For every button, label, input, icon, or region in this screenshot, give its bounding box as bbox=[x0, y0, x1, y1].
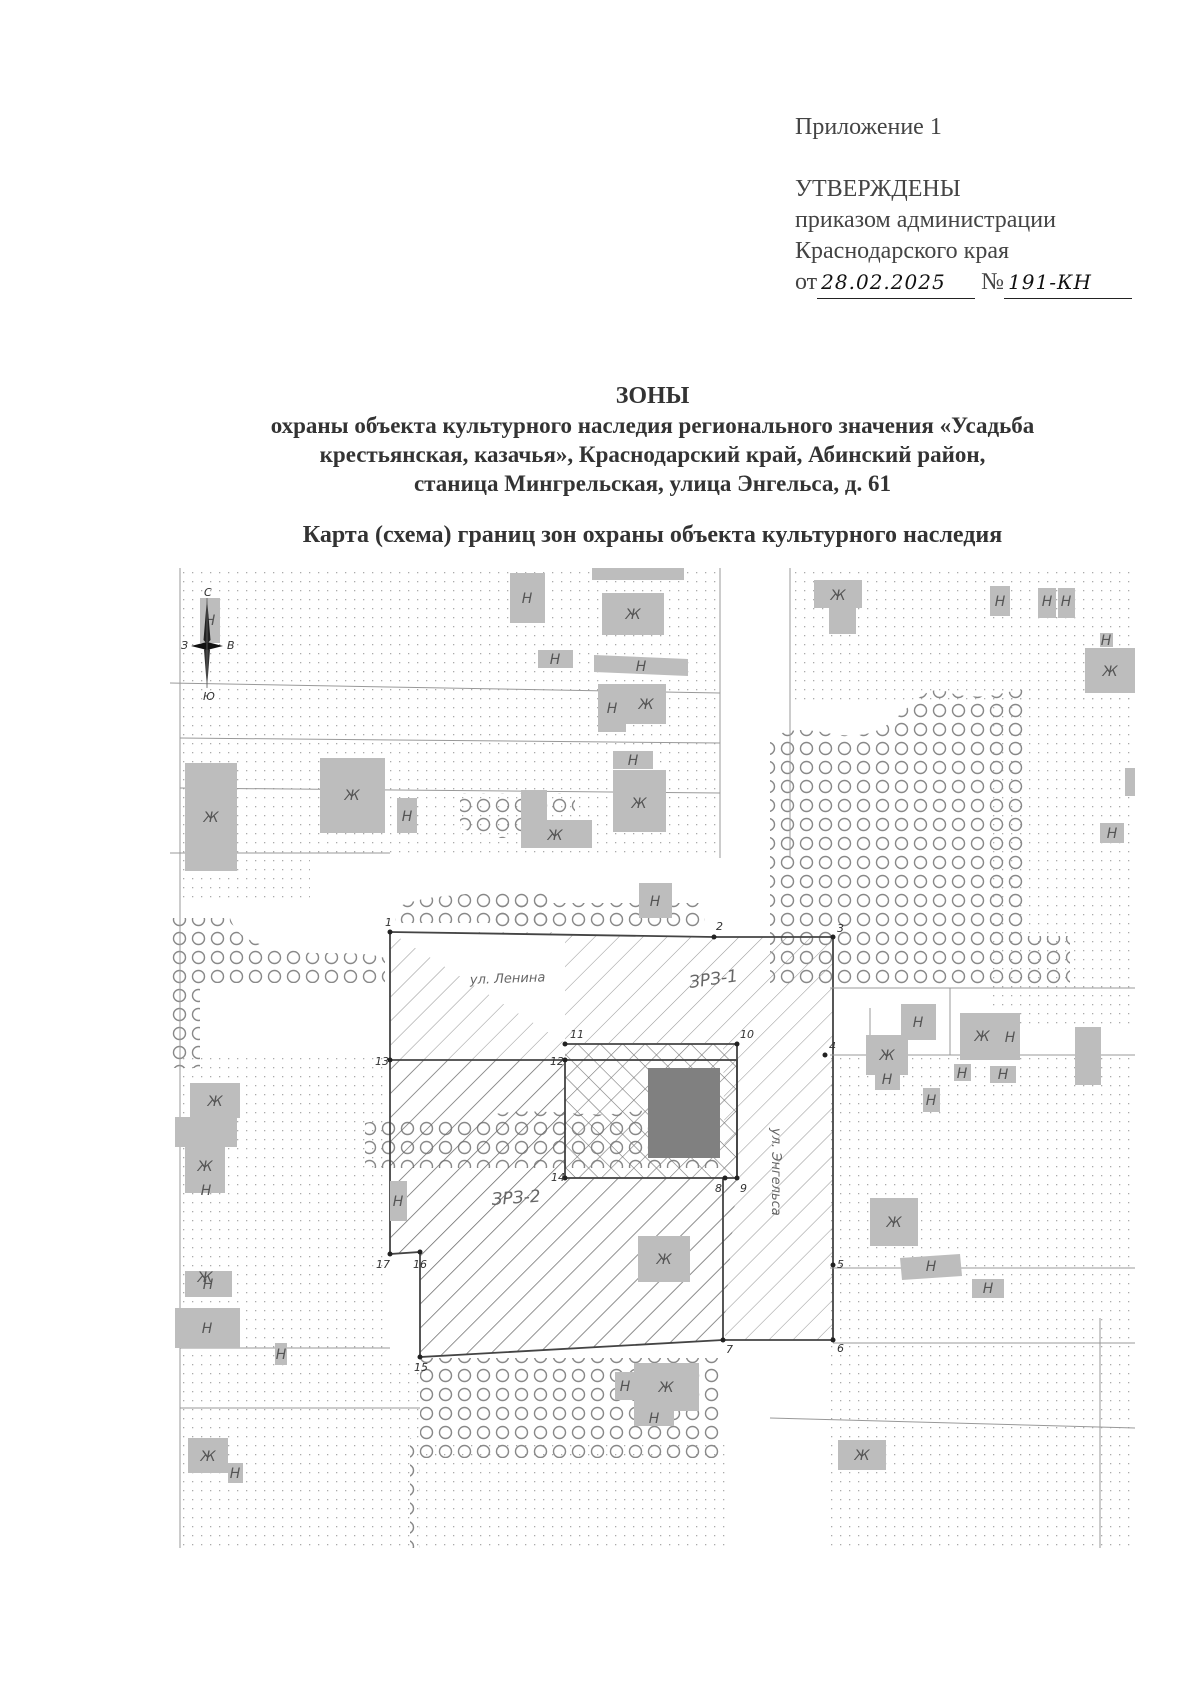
svg-text:8: 8 bbox=[715, 1182, 722, 1195]
svg-text:Н: Н bbox=[393, 1194, 404, 1210]
svg-text:Н: Н bbox=[913, 1015, 924, 1031]
street-label-lenina: ул. Ленина bbox=[469, 970, 546, 988]
svg-text:Н: Н bbox=[650, 894, 661, 910]
svg-text:Н: Н bbox=[649, 1411, 660, 1427]
svg-text:С: С bbox=[204, 586, 212, 599]
svg-text:Н: Н bbox=[1005, 1030, 1016, 1046]
svg-text:9: 9 bbox=[740, 1182, 747, 1195]
svg-text:4: 4 bbox=[829, 1040, 836, 1053]
zone-boundaries bbox=[389, 931, 834, 1358]
svg-text:Н: Н bbox=[230, 1466, 241, 1482]
buildings bbox=[175, 568, 1135, 1483]
boundary-points: 1 2 3 4 5 6 7 8 9 10 11 12 13 14 15 16 1… bbox=[375, 916, 844, 1374]
appendix-label: Приложение 1 bbox=[795, 114, 942, 140]
svg-text:Н: Н bbox=[628, 753, 639, 769]
svg-text:Ж: Ж bbox=[206, 1094, 223, 1110]
svg-text:Н: Н bbox=[522, 591, 533, 607]
approved-label: УТВЕРЖДЕНЫ bbox=[795, 176, 961, 202]
building-labels: Н Ж Ж Н Н Ж Н Н Н Ж Н Ж Ж Н Ж Н Н Н Ж Н … bbox=[196, 588, 1118, 1482]
svg-text:Н: Н bbox=[205, 613, 216, 629]
svg-text:Н: Н bbox=[201, 1183, 212, 1199]
svg-text:13: 13 bbox=[375, 1055, 389, 1068]
svg-text:Ж: Ж bbox=[637, 697, 654, 713]
cultural-heritage-object bbox=[648, 1068, 720, 1158]
svg-text:Н: Н bbox=[636, 659, 647, 675]
svg-text:Н: Н bbox=[620, 1379, 631, 1395]
svg-text:Ж: Ж bbox=[829, 588, 846, 604]
svg-text:З: З bbox=[181, 639, 188, 652]
svg-text:Ю: Ю bbox=[203, 690, 215, 703]
zone-label-zrz-2: ЗРЗ-2 bbox=[491, 1187, 541, 1210]
title-line-3: станица Мингрельская, улица Энгельса, д.… bbox=[413, 471, 892, 496]
svg-text:Н: Н bbox=[550, 652, 561, 668]
svg-text:Н: Н bbox=[402, 809, 413, 825]
approval-line-1: приказом администрации bbox=[795, 207, 1056, 233]
title-heading: ЗОНЫ bbox=[615, 383, 690, 409]
svg-text:Н: Н bbox=[957, 1066, 968, 1082]
svg-text:Ж: Ж bbox=[1101, 664, 1118, 680]
svg-text:Ж: Ж bbox=[624, 607, 641, 623]
street-label-engelsa: ул. Энгельса bbox=[768, 1127, 783, 1216]
svg-text:Н: Н bbox=[926, 1259, 937, 1275]
svg-text:Ж: Ж bbox=[546, 828, 563, 844]
document-title: ЗОНЫ охраны объекта культурного наследия… bbox=[170, 382, 1135, 498]
svg-text:11: 11 bbox=[570, 1028, 584, 1041]
approval-number: 191-КН bbox=[1004, 267, 1133, 299]
zone-map: Н Ж Ж Н Н Ж Н Н Н Ж Н Ж Ж Н Ж Н Н Н Ж Н … bbox=[170, 568, 1135, 1548]
svg-text:Н: Н bbox=[926, 1093, 937, 1109]
svg-text:Н: Н bbox=[995, 594, 1006, 610]
svg-text:3: 3 bbox=[837, 922, 844, 935]
svg-text:Н: Н bbox=[1042, 594, 1053, 610]
svg-text:17: 17 bbox=[376, 1258, 390, 1271]
svg-text:Н: Н bbox=[607, 701, 618, 717]
svg-text:Ж: Ж bbox=[196, 1270, 213, 1286]
approval-block: Приложение 1 УТВЕРЖДЕНЫ приказом админис… bbox=[795, 112, 1133, 299]
svg-text:Ж: Ж bbox=[655, 1252, 672, 1268]
svg-text:Н: Н bbox=[1101, 633, 1112, 649]
svg-text:Ж: Ж bbox=[196, 1159, 213, 1175]
date-prefix: от bbox=[795, 269, 818, 295]
svg-text:Ж: Ж bbox=[885, 1215, 902, 1231]
svg-text:16: 16 bbox=[413, 1258, 427, 1271]
svg-text:Н: Н bbox=[1107, 826, 1118, 842]
approval-date: 28.02.2025 bbox=[817, 267, 976, 299]
svg-text:Ж: Ж bbox=[657, 1380, 674, 1396]
zone-zrz-1 bbox=[390, 932, 833, 1340]
number-prefix: № bbox=[981, 269, 1005, 295]
svg-text:Ж: Ж bbox=[630, 796, 647, 812]
svg-text:15: 15 bbox=[414, 1361, 428, 1374]
svg-text:В: В bbox=[227, 639, 235, 652]
svg-text:Н: Н bbox=[882, 1072, 893, 1088]
svg-text:Н: Н bbox=[1061, 594, 1072, 610]
svg-text:2: 2 bbox=[716, 920, 723, 933]
svg-text:Н: Н bbox=[276, 1347, 287, 1363]
compass-icon: С З В Ю bbox=[181, 586, 235, 703]
svg-text:6: 6 bbox=[837, 1342, 844, 1355]
svg-text:Ж: Ж bbox=[853, 1448, 870, 1464]
svg-text:Ж: Ж bbox=[343, 788, 360, 804]
svg-text:Ж: Ж bbox=[202, 810, 219, 826]
title-line-2: крестьянская, казачья», Краснодарский кр… bbox=[319, 442, 986, 467]
svg-text:12: 12 bbox=[550, 1055, 564, 1068]
map-caption: Карта (схема) границ зон охраны объекта … bbox=[302, 522, 1003, 548]
svg-text:Ж: Ж bbox=[878, 1048, 895, 1064]
svg-text:Н: Н bbox=[203, 1277, 214, 1293]
svg-text:14: 14 bbox=[551, 1171, 565, 1184]
svg-text:Ж: Ж bbox=[199, 1449, 216, 1465]
svg-text:Н: Н bbox=[983, 1281, 994, 1297]
svg-text:7: 7 bbox=[726, 1343, 733, 1356]
svg-text:10: 10 bbox=[740, 1028, 754, 1041]
svg-text:Ж: Ж bbox=[973, 1029, 990, 1045]
svg-text:Н: Н bbox=[202, 1321, 213, 1337]
title-line-1: охраны объекта культурного наследия реги… bbox=[270, 413, 1035, 438]
approval-line-2: Краснодарского края bbox=[795, 238, 1010, 264]
svg-text:5: 5 bbox=[837, 1258, 844, 1271]
zone-zrz-2 bbox=[390, 1060, 737, 1357]
svg-text:Н: Н bbox=[998, 1067, 1009, 1083]
svg-text:1: 1 bbox=[385, 916, 392, 929]
